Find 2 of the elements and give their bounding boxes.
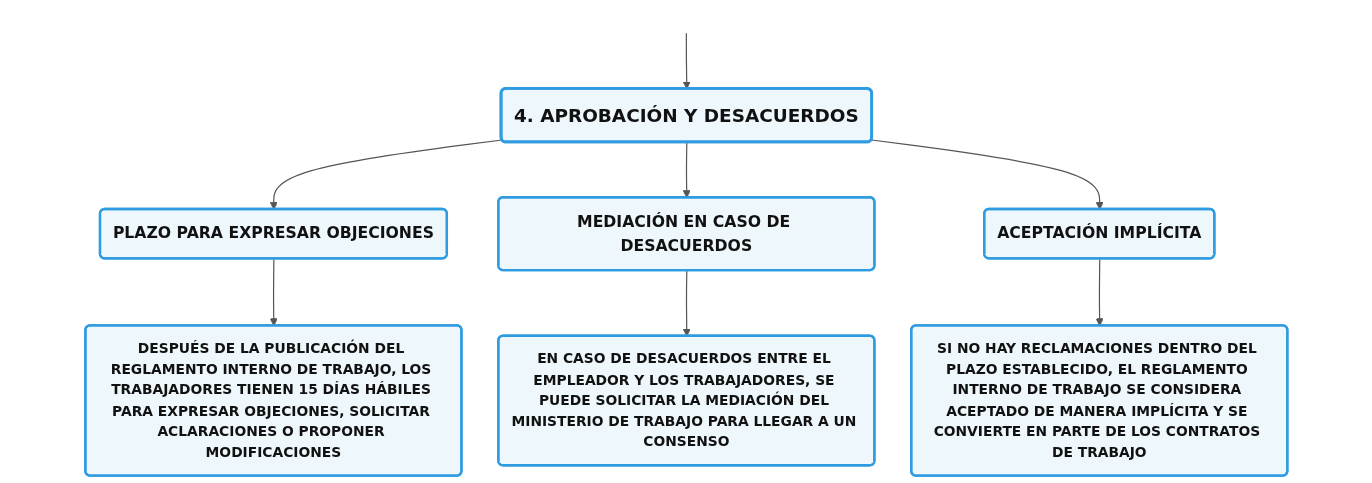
arrow bbox=[870, 139, 1104, 210]
arrow bbox=[269, 139, 503, 210]
